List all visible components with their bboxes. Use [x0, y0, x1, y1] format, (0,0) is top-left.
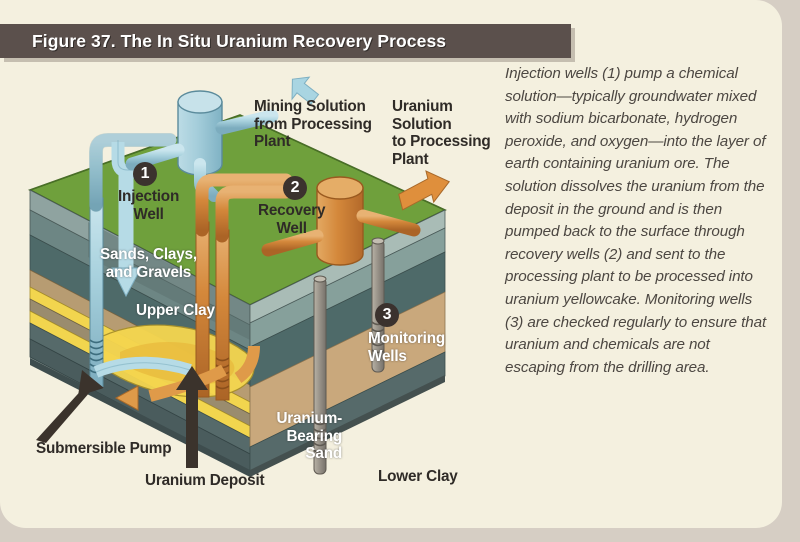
label-uranium-deposit: Uranium Deposit	[145, 472, 265, 489]
label-upper-clay: Upper Clay	[136, 302, 215, 319]
callout-label-recovery-well: Recovery Well	[258, 202, 326, 237]
callout-label-monitoring-wells: Monitoring Wells	[368, 330, 446, 365]
uranium-deposit-leader	[176, 366, 208, 468]
callout-number-3: 3	[375, 303, 399, 327]
uranium-solution-arrow	[398, 170, 451, 211]
label-uranium-bearing-sand: Uranium- Bearing Sand	[276, 410, 342, 462]
submersible-pump-leader	[36, 370, 104, 443]
figure-title-bar: Figure 37. The In Situ Uranium Recovery …	[0, 24, 571, 58]
right-face-strata	[249, 209, 446, 472]
recovery-well	[195, 173, 293, 401]
page-title: Figure 37. The In Situ Uranium Recovery …	[32, 30, 447, 51]
injection-flow-arrow	[111, 140, 150, 298]
mining-solution-arrow	[291, 76, 320, 105]
label-mining-solution: Mining Solution from Processing Plant	[254, 98, 372, 150]
figure-caption: Injection wells (1) pump a chemical solu…	[505, 65, 767, 376]
monitoring-well-front	[313, 275, 327, 475]
recovery-wellhead-cylinder	[261, 176, 421, 278]
block-bottom-edge-right	[250, 375, 445, 477]
injection-deposit-arrow	[93, 356, 192, 378]
callout-number-1: 1	[133, 162, 157, 186]
label-uranium-solution: Uranium Solution to Processing Plant	[392, 98, 491, 168]
label-submersible-pump: Submersible Pump	[36, 440, 172, 457]
callout-number-2: 2	[283, 176, 307, 200]
callout-label-injection-well: Injection Well	[118, 188, 180, 223]
label-lower-clay: Lower Clay	[378, 468, 458, 485]
label-sands-clays-gravels: Sands, Clays, and Gravels	[100, 246, 197, 281]
recovery-uparrow	[234, 345, 260, 383]
isometric-block-diagram: 1 Injection Well 2 Recovery Well 3 Monit…	[0, 40, 500, 530]
